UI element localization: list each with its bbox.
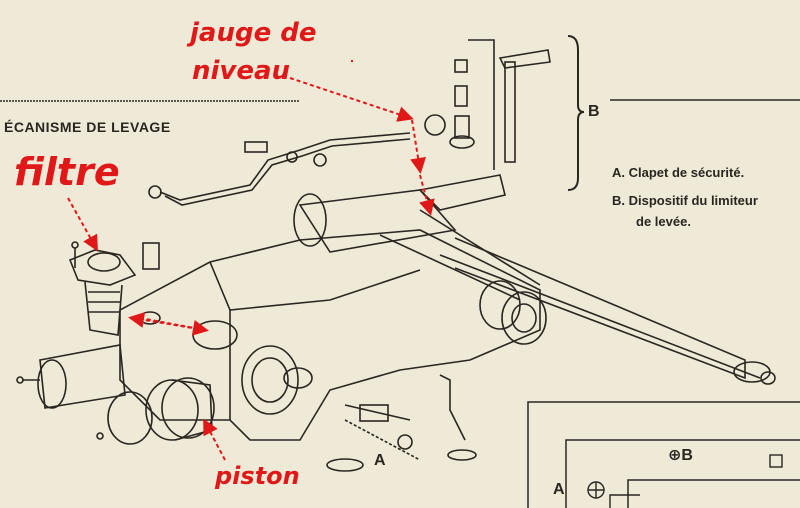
annotation-piston: piston	[215, 462, 300, 490]
inset-diagram	[587, 454, 783, 508]
safety-valve	[326, 374, 477, 472]
lift-arm	[439, 237, 776, 385]
pump-piston	[16, 344, 215, 445]
annotation-filtre: filtre	[14, 150, 120, 194]
label-b-inset: ⊕B	[668, 447, 693, 464]
section-title: ÉCANISME DE LEVAGE	[4, 119, 171, 135]
label-a-inset: A	[553, 481, 565, 498]
annotation-niveau: niveau	[192, 56, 291, 86]
cylinders	[293, 189, 547, 345]
label-a-valve: A	[374, 452, 386, 469]
bracket-b	[567, 35, 585, 191]
legend-item-a: A. Clapet de sécurité.	[612, 165, 745, 180]
annotation-jauge: jauge de	[190, 18, 317, 48]
filter-assembly	[68, 241, 160, 336]
lift-housing	[119, 229, 541, 441]
oil-pipe	[148, 132, 411, 206]
annotation-arrows	[67, 60, 435, 461]
legend-item-b-continued: de levée.	[636, 214, 691, 229]
page-rules	[0, 99, 800, 508]
legend-item-b: B. Dispositif du limiteur	[612, 193, 758, 208]
bracket-label-b: B	[588, 103, 600, 120]
limiter-device	[418, 39, 551, 211]
